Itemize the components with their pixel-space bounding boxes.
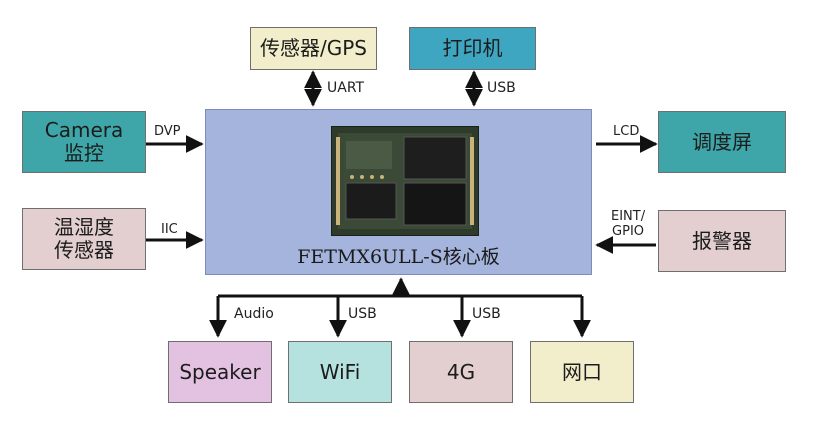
iic-label: IIC <box>161 222 178 237</box>
core-board-photo <box>331 126 479 236</box>
core-board-title: FETMX6ULL-S核心板 <box>297 246 500 268</box>
printer-box: 打印机 <box>409 27 536 70</box>
camera-label-line1: Camera <box>44 118 124 142</box>
speaker-label: Speaker <box>179 359 261 384</box>
alarm-label: 报警器 <box>692 228 752 253</box>
4g-usb-label: USB <box>472 306 501 322</box>
gpio-label: GPIO <box>612 223 645 239</box>
audio-label: Audio <box>234 306 274 322</box>
sensor-gps-box: 传感器/GPS <box>250 27 377 70</box>
camera-box: Camera 监控 <box>22 111 146 173</box>
wifi-box: WiFi <box>288 341 392 403</box>
uart-label: UART <box>327 80 365 96</box>
eint-gpio-label: EINT/ GPIO <box>611 209 646 240</box>
temp-humidity-label-line1: 温湿度 <box>54 215 114 239</box>
lcd-label: LCD <box>613 124 640 139</box>
eint-label: EINT/ <box>611 209 646 224</box>
sensor-gps-label: 传感器/GPS <box>260 36 367 60</box>
chip-graphic <box>336 133 474 229</box>
wifi-usb-label: USB <box>348 306 377 322</box>
temp-humidity-label-line2: 传感器 <box>54 238 114 262</box>
printer-label: 打印机 <box>442 36 503 60</box>
wifi-label: WiFi <box>319 359 361 384</box>
camera-label-line2: 监控 <box>64 141 104 165</box>
ethernet-label: 网口 <box>562 359 602 384</box>
dispatch-screen-box: 调度屏 <box>658 111 786 173</box>
alarm-box: 报警器 <box>658 210 786 272</box>
speaker-box: Speaker <box>168 341 272 403</box>
4g-label: 4G <box>446 359 476 384</box>
dvp-label: DVP <box>154 124 181 139</box>
printer-usb-label: USB <box>487 80 516 96</box>
temp-humidity-box: 温湿度 传感器 <box>22 208 146 270</box>
dispatch-screen-label: 调度屏 <box>692 129 752 154</box>
core-board: FETMX6ULL-S核心板 <box>205 109 592 275</box>
4g-box: 4G <box>409 341 513 403</box>
ethernet-box: 网口 <box>530 341 634 403</box>
